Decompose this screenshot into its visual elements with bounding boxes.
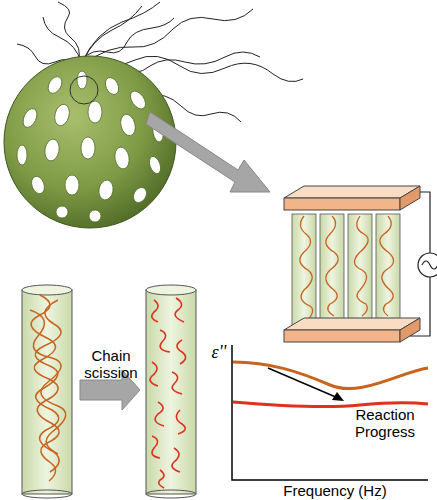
capacitor — [284, 186, 437, 342]
trend-label: Reaction Progress — [340, 406, 430, 440]
axis-label: Frequency (Hz) — [270, 482, 400, 499]
process-label: Chain scission — [74, 347, 148, 381]
zoom-arrow — [146, 112, 270, 192]
zoom-circle — [70, 76, 98, 104]
silica-particle — [4, 56, 176, 228]
pore-before — [22, 285, 72, 498]
axis-label: ε'' — [206, 344, 232, 361]
pore-after — [146, 285, 196, 498]
pores — [17, 71, 165, 222]
